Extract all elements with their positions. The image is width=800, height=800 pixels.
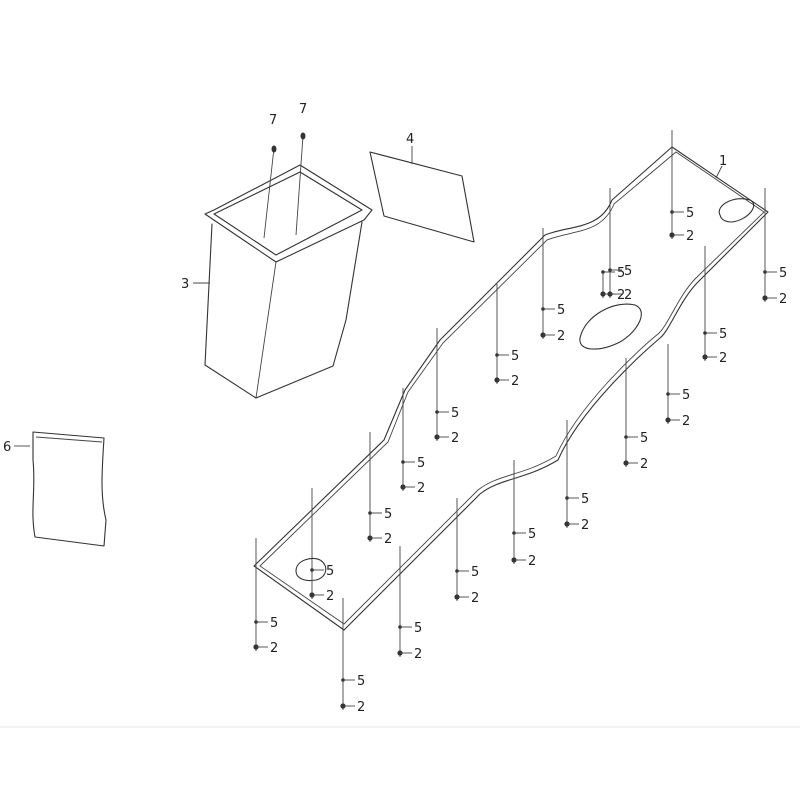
- label-bolt: 2: [624, 288, 632, 303]
- floor-panel-part: [253, 146, 769, 631]
- label-floor-panel: 1: [719, 154, 727, 169]
- screw-head-left: [271, 145, 277, 153]
- label-nut: 5: [471, 565, 479, 580]
- label-nut: 5: [682, 388, 690, 403]
- fastener-stack: 52: [511, 460, 536, 569]
- label-bolt: 2: [270, 641, 278, 656]
- tray-rim-outer: [204, 164, 373, 263]
- fastener-stack: 52: [367, 432, 392, 547]
- floor-panel-slot-large: [579, 303, 642, 350]
- gasket-part: [14, 431, 107, 547]
- fastener-stack: 52: [540, 228, 565, 344]
- fastener-stack: 52: [434, 328, 459, 446]
- label-bolt: 2: [417, 481, 425, 496]
- label-screw-right: 7: [299, 102, 307, 117]
- floor-panel-inner-edge: [259, 151, 765, 625]
- sheet-outline: [369, 151, 475, 243]
- label-nut: 5: [617, 266, 625, 281]
- tray-body: [204, 221, 363, 399]
- label-gasket: 6: [3, 440, 11, 455]
- floor-panel-outline: [253, 146, 769, 631]
- sheet-part: [369, 146, 475, 243]
- label-bolt: 2: [581, 518, 589, 533]
- fastener-stack: 52: [623, 358, 648, 472]
- label-nut: 5: [640, 431, 648, 446]
- label-bolt: 2: [719, 351, 727, 366]
- fastener-stack: 52: [762, 188, 787, 307]
- label-nut: 5: [686, 206, 694, 221]
- fastener-stack: 52: [309, 488, 334, 604]
- fastener-stack: 52: [607, 188, 632, 303]
- label-bolt: 2: [357, 700, 365, 715]
- label-bolt: 2: [779, 292, 787, 307]
- label-nut: 5: [719, 327, 727, 342]
- tray-part: [193, 132, 373, 399]
- gasket-top-edge: [35, 436, 103, 443]
- label-nut: 5: [557, 303, 565, 318]
- fastener-stack: 52: [454, 498, 479, 606]
- label-bolt: 2: [557, 329, 565, 344]
- gasket-outline: [32, 431, 107, 547]
- tray-front-edge: [255, 261, 277, 399]
- label-bolt: 2: [384, 532, 392, 547]
- label-nut: 5: [511, 349, 519, 364]
- label-nut: 5: [414, 621, 422, 636]
- label-screw-left: 7: [269, 113, 277, 128]
- label-bolt: 2: [528, 554, 536, 569]
- label-nut: 5: [384, 507, 392, 522]
- fastener-stack: 52: [340, 598, 365, 715]
- floor-panel-leader: [715, 165, 723, 179]
- label-bolt: 2: [686, 229, 694, 244]
- tray-screw-line-right: [295, 135, 304, 236]
- label-tray: 3: [181, 277, 189, 292]
- label-nut: 5: [417, 456, 425, 471]
- fastener-stack: 52: [400, 388, 425, 496]
- label-sheet: 4: [406, 132, 414, 147]
- label-bolt: 2: [414, 647, 422, 662]
- label-nut: 5: [624, 264, 632, 279]
- label-nut: 5: [357, 674, 365, 689]
- fastener-stack: 52: [669, 130, 694, 244]
- label-nut: 5: [451, 406, 459, 421]
- label-bolt: 2: [326, 589, 334, 604]
- label-bolt: 2: [617, 288, 625, 303]
- fastener-stack: 52: [253, 538, 278, 656]
- label-nut: 5: [779, 266, 787, 281]
- fastener-stack: 52: [665, 344, 690, 429]
- tray-screw-line-left: [263, 147, 275, 239]
- fastener-stack: 52: [397, 546, 422, 662]
- label-nut: 5: [581, 492, 589, 507]
- label-bolt: 2: [451, 431, 459, 446]
- label-nut: 5: [528, 527, 536, 542]
- floor-panel-slot-small: [718, 198, 755, 223]
- label-nut: 5: [326, 564, 334, 579]
- fastener-stack: 52: [564, 420, 589, 533]
- screw-head-right: [300, 132, 306, 140]
- fastener-stack: 52: [494, 284, 519, 389]
- label-bolt: 2: [511, 374, 519, 389]
- tray-rim-inner: [213, 171, 363, 256]
- label-bolt: 2: [471, 591, 479, 606]
- fastener-stack: 52: [600, 266, 625, 303]
- label-bolt: 2: [682, 414, 690, 429]
- label-bolt: 2: [640, 457, 648, 472]
- label-nut: 5: [270, 616, 278, 631]
- fastener-stack: 52: [702, 246, 727, 366]
- floor-panel-slot-corner: [295, 557, 327, 582]
